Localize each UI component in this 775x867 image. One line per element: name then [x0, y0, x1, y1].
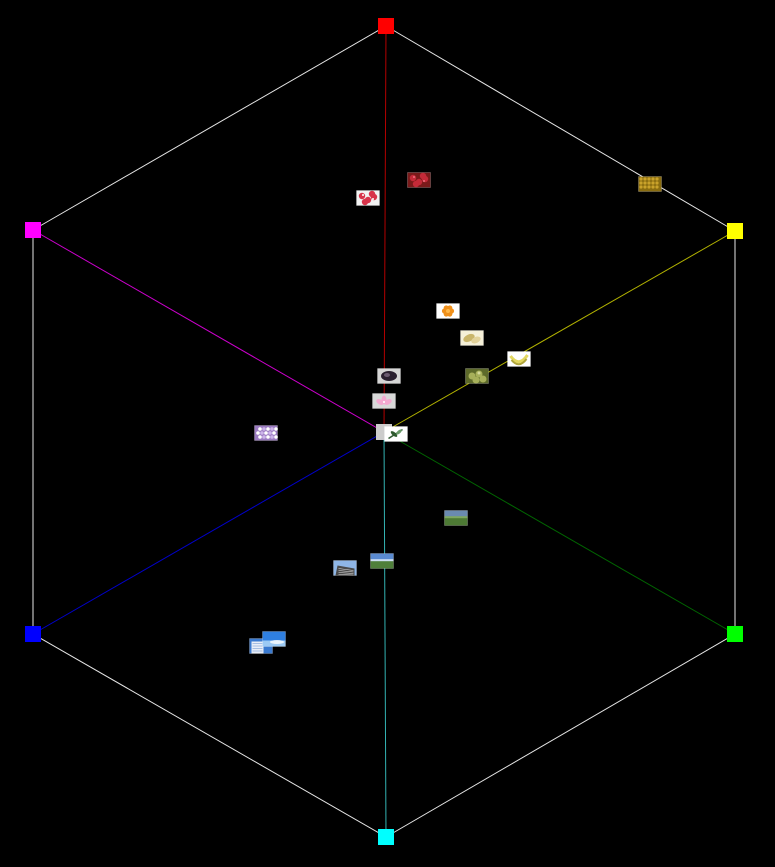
- image-thumb-plant-sprig[interactable]: [384, 426, 408, 442]
- vertex-marker-blue: [25, 626, 41, 642]
- spoke-cyan: [383, 431, 387, 838]
- vertex-marker-magenta: [25, 222, 41, 238]
- image-thumb-purple-flowers[interactable]: [254, 425, 278, 441]
- spoke-magenta: [32, 229, 385, 433]
- vertex-marker-yellow: [727, 223, 743, 239]
- image-thumbnails: [249, 172, 662, 654]
- hexagon-outline: [32, 25, 736, 838]
- image-thumb-bananas[interactable]: [507, 351, 531, 367]
- hexagon-spokes: [32, 25, 736, 838]
- vertex-marker-cyan: [378, 829, 394, 845]
- outline-edge-red-yellow: [385, 25, 736, 232]
- image-thumb-pink-lotus[interactable]: [372, 393, 396, 409]
- vertex-marker-green: [727, 626, 743, 642]
- image-thumb-raspberries[interactable]: [407, 172, 431, 188]
- spoke-yellow: [383, 230, 736, 433]
- image-thumb-park-sky[interactable]: [370, 553, 394, 569]
- vertex-markers: [25, 18, 743, 845]
- image-thumb-grass-field[interactable]: [444, 510, 468, 526]
- image-thumb-dark-object[interactable]: [377, 368, 401, 384]
- image-thumb-green-fruit[interactable]: [465, 368, 489, 384]
- image-thumb-orange-flower[interactable]: [436, 303, 460, 319]
- image-thumb-blue-sky[interactable]: [262, 631, 286, 647]
- outline-edge-cyan-blue: [32, 633, 387, 838]
- spoke-green: [383, 431, 736, 635]
- image-thumb-strawberries[interactable]: [356, 190, 380, 206]
- vertex-marker-red: [378, 18, 394, 34]
- outline-edge-green-cyan: [385, 633, 736, 838]
- spoke-blue: [32, 431, 385, 635]
- image-thumb-mustard-seeds[interactable]: [638, 176, 662, 192]
- image-thumb-building[interactable]: [333, 560, 357, 576]
- outline-edge-magenta-red: [32, 25, 387, 231]
- image-thumb-peanuts[interactable]: [460, 330, 484, 346]
- spoke-red: [383, 25, 387, 433]
